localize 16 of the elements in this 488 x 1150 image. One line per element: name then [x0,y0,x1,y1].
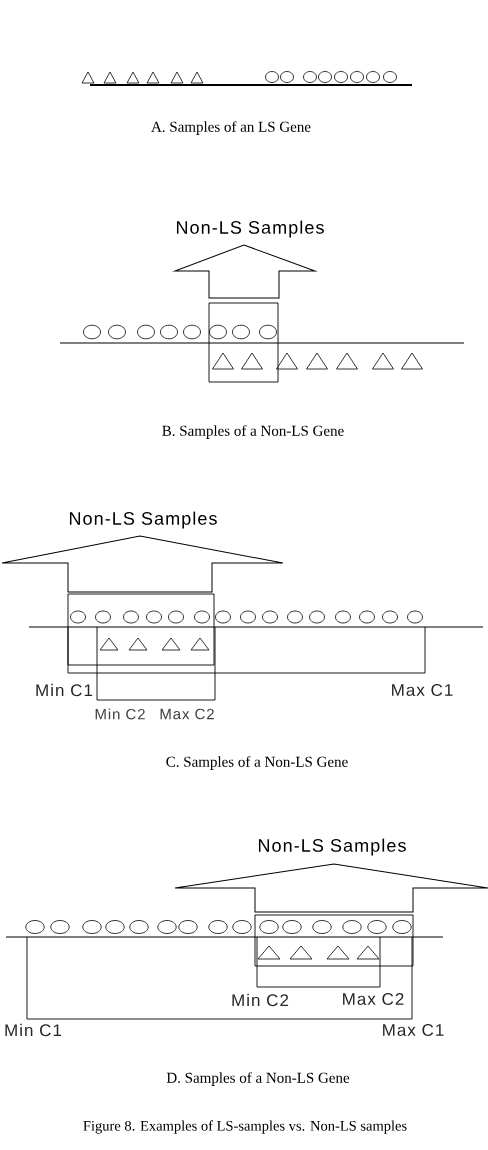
figure-caption: Figure 8. Examples of LS-samples vs. Non-LS samples [83,1120,407,1134]
panel-caption: A. Samples of an LS Gene [151,121,311,135]
range-label: Min C2 [95,708,145,720]
node-label: Non-LS Samples [176,220,324,238]
range-label: Max C2 [343,993,404,1006]
range-label: Min C2 [232,993,289,1007]
panel-caption: B. Samples of a Non-LS Gene [162,425,344,439]
node-label: Non-LS Samples [258,838,406,856]
range-label: Min C1 [36,683,93,697]
range-label: Min C1 [5,1023,62,1037]
range-label: Max C2 [160,708,214,720]
panel-caption: C. Samples of a Non-LS Gene [166,756,348,770]
panel-caption: D. Samples of a Non-LS Gene [166,1072,350,1086]
node-label: Non-LS Samples [69,511,217,529]
range-label: Max C1 [392,684,453,697]
range-label: Max C1 [383,1024,444,1037]
